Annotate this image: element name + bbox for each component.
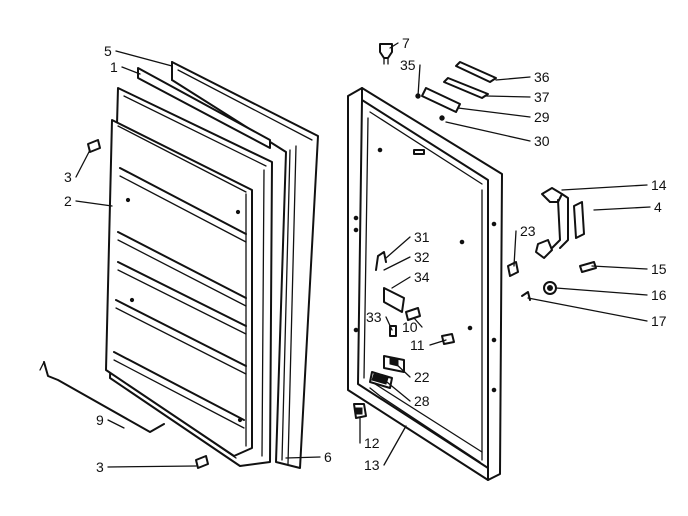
part-callout-c3a: 3	[64, 169, 72, 185]
leader-line-c9	[107, 419, 125, 429]
handle-mount-29	[421, 87, 461, 113]
bracket-34	[383, 287, 405, 313]
leader-line-c28	[381, 377, 411, 402]
fastener-10	[405, 307, 421, 321]
leader-line-c30	[445, 121, 531, 142]
part-callout-c17: 17	[651, 313, 667, 329]
part-callout-c5: 5	[104, 43, 112, 59]
part-callout-c13: 13	[364, 457, 380, 473]
leader-line-c31	[385, 236, 411, 259]
leader-line-c35	[417, 64, 421, 97]
screw-icon	[87, 139, 101, 153]
latch-28	[369, 371, 393, 389]
leader-lines	[75, 42, 651, 468]
part-callout-c35: 35	[400, 57, 416, 73]
part-callout-c29: 29	[534, 109, 550, 125]
part-callout-c23: 23	[520, 223, 536, 239]
leader-line-c32	[383, 256, 411, 271]
trim-strip-36	[455, 61, 497, 83]
part-callout-c22: 22	[414, 369, 430, 385]
leader-line-c23	[513, 230, 517, 267]
part-callout-c37: 37	[534, 89, 550, 105]
bracket-23	[507, 261, 519, 277]
plug-15	[579, 261, 597, 273]
leader-line-c37	[485, 95, 531, 98]
part-callout-c14: 14	[651, 177, 667, 193]
leader-line-c16	[555, 287, 648, 296]
knob-16	[543, 281, 557, 295]
leader-line-c34	[391, 276, 411, 289]
leader-line-c10	[413, 317, 423, 328]
leader-line-c29	[457, 107, 531, 118]
leader-line-c7	[389, 42, 399, 49]
fastener-11	[441, 333, 455, 345]
leader-line-c1	[121, 66, 141, 75]
bolt-12	[353, 403, 367, 419]
leader-line-c3b	[107, 465, 197, 468]
part-callout-c32: 32	[414, 249, 430, 265]
door-liner	[105, 119, 253, 457]
part-callout-c16: 16	[651, 287, 667, 303]
part-callout-c28: 28	[414, 393, 430, 409]
leader-line-c6	[285, 456, 321, 459]
part-callout-c10: 10	[402, 319, 418, 335]
plug-icon	[379, 43, 393, 65]
leader-line-c13	[383, 425, 407, 466]
door-handle	[535, 187, 569, 259]
latch-22	[383, 355, 405, 373]
part-callout-c15: 15	[651, 261, 667, 277]
leader-line-c5	[115, 50, 173, 67]
clip-17	[521, 291, 531, 301]
handle-insert-4	[573, 201, 585, 239]
part-callout-c3b: 3	[96, 459, 104, 475]
leader-line-c4	[593, 206, 651, 211]
leader-line-c11	[429, 339, 447, 346]
part-callout-c2: 2	[64, 193, 72, 209]
washer-30	[439, 115, 445, 121]
part-callout-c30: 30	[534, 133, 550, 149]
part-callout-c31: 31	[414, 229, 430, 245]
part-callout-c33: 33	[366, 309, 382, 325]
leader-line-c36	[495, 76, 531, 81]
part-callout-c34: 34	[414, 269, 430, 285]
breaker-strip	[137, 67, 271, 149]
part-callout-c11: 11	[410, 337, 425, 353]
leader-line-c22	[393, 361, 411, 378]
part-callout-c4: 4	[654, 199, 662, 215]
part-callout-c1: 1	[110, 59, 118, 75]
part-callout-c36: 36	[534, 69, 550, 85]
part-callout-c6: 6	[324, 449, 332, 465]
leader-line-c2	[75, 200, 113, 207]
leader-line-c15	[591, 265, 648, 270]
leader-line-c3a	[75, 149, 91, 178]
part-callout-c7: 7	[402, 35, 410, 51]
trim-strip-37	[443, 77, 489, 99]
closer-rod	[39, 361, 165, 433]
leader-line-c17	[527, 297, 648, 322]
screw-icon	[195, 455, 209, 469]
part-callout-c12: 12	[364, 435, 380, 451]
door-liner-assembly	[39, 61, 319, 469]
door-gasket	[171, 61, 319, 469]
leader-line-c14	[561, 184, 648, 191]
spring-31	[375, 251, 387, 271]
part-callout-c9: 9	[96, 412, 104, 428]
leader-line-c33	[385, 316, 393, 331]
